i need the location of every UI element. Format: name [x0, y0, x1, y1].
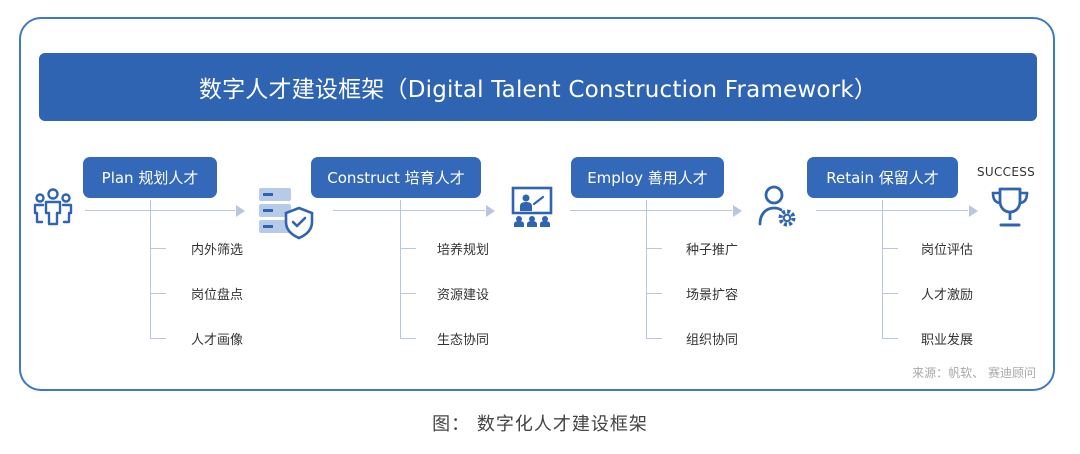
- connector-line: [570, 210, 732, 211]
- success-label: SUCCESS: [977, 165, 1036, 179]
- employ-item: 组织协同: [686, 333, 739, 348]
- branch-line: [882, 200, 883, 339]
- retain-item: 岗位评估: [921, 243, 974, 258]
- people-group-icon: [33, 188, 73, 226]
- diagram-title: 数字人才建设框架（Digital Talent Construction Fra…: [39, 53, 1037, 121]
- branch-tick: [646, 293, 662, 294]
- source-note: 来源：帆软、 赛迪顾问: [912, 366, 1036, 380]
- branch-tick: [646, 338, 662, 339]
- plan-item: 内外筛选: [191, 243, 244, 258]
- connector-line: [333, 210, 485, 211]
- trophy-icon: [991, 187, 1029, 227]
- branch-line: [150, 200, 151, 339]
- retain-item: 职业发展: [921, 333, 974, 348]
- figure-caption: 图： 数字化人才建设框架: [432, 414, 648, 435]
- user-gear-icon: [758, 185, 796, 227]
- stage-employ-label: Employ 善用人才: [571, 157, 724, 198]
- branch-tick: [400, 293, 416, 294]
- branch-tick: [882, 293, 898, 294]
- diagram-frame: [19, 17, 1055, 391]
- stage-plan-label: Plan 规划人才: [83, 157, 217, 198]
- branch-tick: [882, 338, 898, 339]
- branch-tick: [150, 248, 166, 249]
- employ-item: 场景扩容: [686, 288, 739, 303]
- plan-item: 人才画像: [191, 333, 244, 348]
- arrow-icon: [486, 205, 495, 217]
- branch-line: [400, 200, 401, 339]
- connector-line: [85, 210, 235, 211]
- connector-line: [816, 210, 968, 211]
- employ-item: 种子推广: [686, 243, 739, 258]
- presentation-icon: [511, 186, 553, 227]
- branch-line: [646, 200, 647, 339]
- branch-tick: [646, 248, 662, 249]
- retain-item: 人才激励: [921, 288, 974, 303]
- database-shield-icon: [259, 188, 314, 240]
- branch-tick: [150, 338, 166, 339]
- construct-item: 生态协同: [437, 333, 490, 348]
- branch-tick: [150, 293, 166, 294]
- stage-retain-label: Retain 保留人才: [807, 157, 958, 198]
- construct-item: 资源建设: [437, 288, 490, 303]
- construct-item: 培养规划: [437, 243, 490, 258]
- branch-tick: [400, 248, 416, 249]
- branch-tick: [882, 248, 898, 249]
- arrow-icon: [733, 205, 742, 217]
- arrow-icon: [969, 205, 978, 217]
- arrow-icon: [236, 205, 245, 217]
- plan-item: 岗位盘点: [191, 288, 244, 303]
- stage-construct-label: Construct 培育人才: [311, 157, 481, 198]
- branch-tick: [400, 338, 416, 339]
